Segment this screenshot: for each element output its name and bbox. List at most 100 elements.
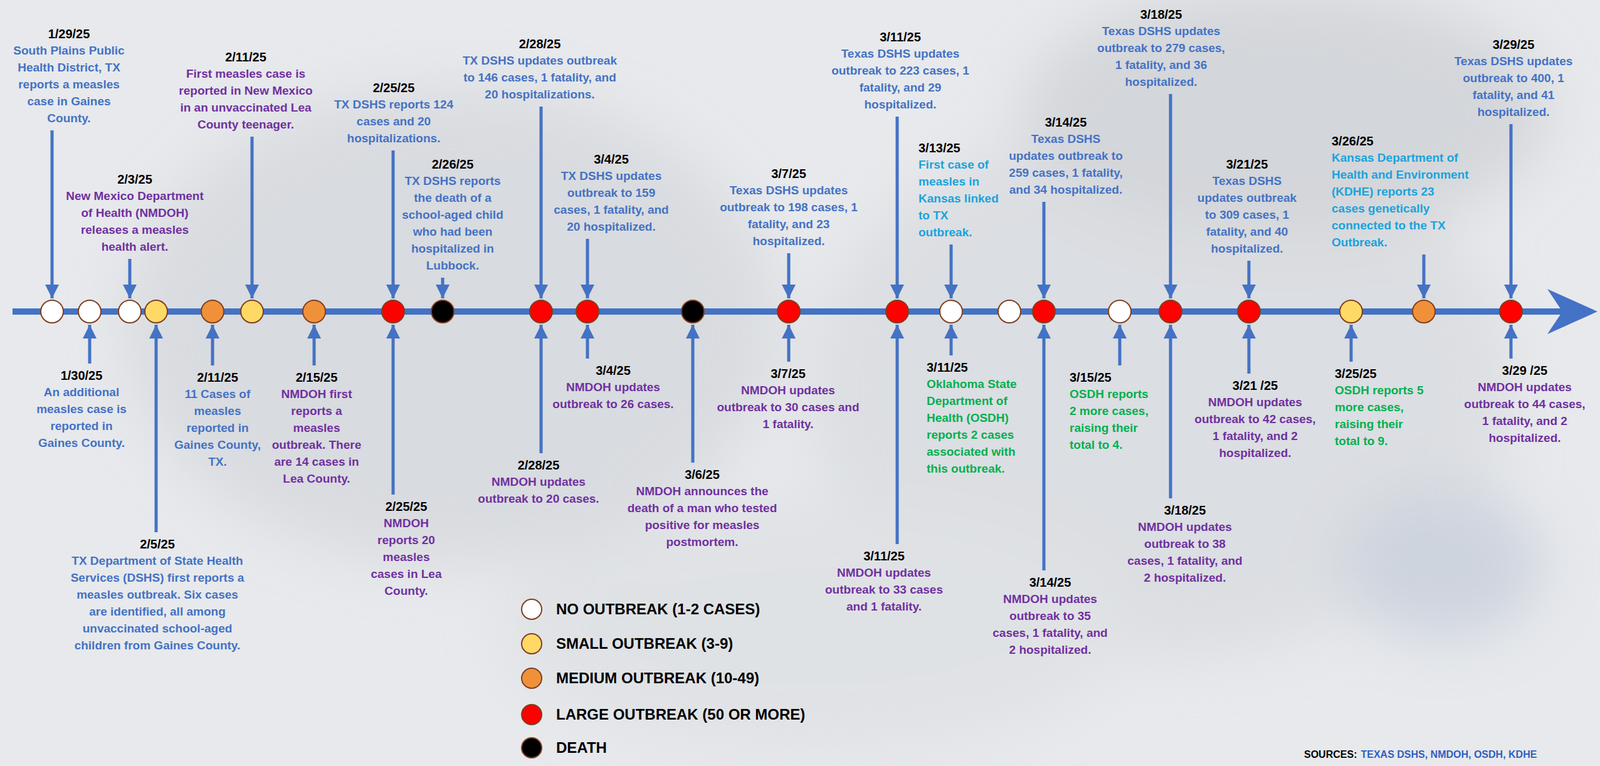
pointer-arrow: [50, 130, 54, 299]
event-description: 11 Cases of measles reported in Gaines C…: [170, 385, 265, 471]
pointer-arrow: [88, 324, 92, 364]
timeline-marker: [939, 300, 963, 323]
timeline-callout: 2/5/25TX Department of State Health Serv…: [69, 536, 246, 654]
event-date: 3/25/25: [1334, 365, 1429, 382]
sources-list: TEXAS DSHS, NMDOH, OSDH, KDHE: [1360, 749, 1537, 760]
event-description: Texas DSHS updates outbreak to 259 cases…: [1008, 130, 1125, 199]
event-date: 2/5/25: [69, 536, 246, 553]
event-description: NMDOH updates outbreak to 38 cases, 1 fa…: [1125, 518, 1245, 587]
event-date: 1/29/25: [12, 25, 126, 43]
event-description: NMDOH announces the death of a man who t…: [619, 482, 786, 551]
timeline-marker: [302, 300, 326, 323]
event-date: 3/18/25: [1125, 502, 1245, 519]
event-date: 3/14/25: [1008, 114, 1125, 131]
event-description: First measles case is reported in New Me…: [178, 65, 314, 133]
timeline-marker: [777, 300, 800, 323]
pointer-arrow: [391, 324, 395, 495]
timeline-marker: [1412, 300, 1436, 323]
event-date: 2/28/25: [471, 457, 607, 474]
event-date: 3/11/25: [816, 547, 952, 565]
pointer-arrow: [539, 324, 543, 454]
timeline-marker: [681, 300, 705, 323]
sources-note: SOURCES:TEXAS DSHS, NMDOH, OSDH, KDHE: [1304, 747, 1537, 762]
legend-label: MEDIUM OUTBREAK (10-49): [556, 668, 760, 688]
timeline-marker: [529, 300, 553, 323]
timeline-callout: 2/25/25NMDOH reports 20 measles cases in…: [367, 498, 446, 600]
event-description: NMDOH reports 20 measles cases in Lea Co…: [367, 514, 446, 600]
timeline-marker: [201, 300, 224, 323]
timeline-callout: 3/15/25OSDH reports 2 more cases, raisin…: [1069, 369, 1155, 454]
event-description: TX Department of State Health Services (…: [69, 552, 246, 654]
event-description: OSDH reports 5 more cases, raising their…: [1334, 381, 1429, 450]
timeline-marker: [1339, 300, 1363, 323]
event-date: 3/18/25: [1094, 6, 1229, 23]
timeline-callout: 2/11/2511 Cases of measles reported in G…: [170, 369, 265, 471]
event-date: 3/11/25: [828, 28, 973, 46]
event-description: TX DSHS updates outbreak to 146 cases, 1…: [461, 52, 619, 103]
timeline-callout: 1/29/25South Plains Public Health Distri…: [12, 25, 126, 127]
pointer-arrow: [128, 258, 132, 299]
event-date: 3/14/25: [990, 574, 1110, 591]
pointer-arrow: [1042, 201, 1046, 299]
timeline-marker: [118, 300, 142, 323]
event-date: 3/7/25: [714, 365, 863, 382]
legend-label: NO OUTBREAK (1-2 CASES): [556, 600, 760, 619]
event-description: NMDOH updates outbreak to 42 cases, 1 fa…: [1192, 393, 1318, 462]
event-date: 3/11/25: [926, 359, 1031, 376]
timeline-callout: 3/6/25NMDOH announces the death of a man…: [619, 466, 786, 551]
event-description: NMDOH first reports a measles outbreak. …: [269, 385, 364, 488]
timeline-callout: 2/11/25First measles case is reported in…: [178, 48, 314, 133]
legend-label: DEATH: [556, 738, 607, 758]
event-date: 3/21/25: [1190, 156, 1304, 173]
legend-swatch: [521, 737, 543, 759]
event-description: NMDOH updates outbreak to 30 cases and 1…: [714, 381, 863, 433]
event-date: 3/4/25: [550, 151, 673, 168]
pointer-arrow: [1169, 324, 1173, 499]
timeline-marker: [998, 300, 1021, 323]
timeline-callout: 2/3/25New Mexico Department of Health (N…: [64, 171, 206, 256]
timeline-marker: [144, 300, 168, 323]
pointer-arrow: [1118, 324, 1122, 366]
event-description: New Mexico Department of Health (NMDOH) …: [64, 187, 206, 256]
timeline-callout: 3/25/25OSDH reports 5 more cases, raisin…: [1334, 365, 1429, 450]
event-description: Texas DSHS updates outbreak to 223 cases…: [828, 45, 973, 113]
event-description: NMDOH updates outbreak to 44 cases, 1 fa…: [1462, 378, 1588, 447]
timeline-callout: 1/30/25An additional measles case is rep…: [31, 367, 132, 452]
pointer-arrow: [1349, 324, 1353, 362]
event-date: 3/7/25: [710, 165, 868, 182]
event-date: 3/29/25: [1450, 36, 1577, 53]
event-date: 2/3/25: [64, 171, 206, 188]
event-description: Texas DSHS updates outbreak to 309 cases…: [1190, 172, 1304, 258]
event-description: Kansas Department of Health and Environm…: [1331, 149, 1470, 251]
sources-heading: SOURCES:: [1304, 749, 1357, 760]
timeline-marker: [1032, 300, 1056, 323]
timeline-callout: 3/13/25First case of measles in Kansas l…: [918, 139, 1004, 241]
pointer-arrow: [250, 136, 254, 299]
event-description: OSDH reports 2 more cases, raising their…: [1069, 385, 1155, 454]
event-date: 2/26/25: [399, 156, 506, 173]
event-date: 3/29 /25: [1462, 362, 1588, 379]
event-description: An additional measles case is reported i…: [31, 383, 132, 452]
timeline-callout: 3/7/25NMDOH updates outbreak to 30 cases…: [714, 365, 863, 433]
event-description: Oklahoma State Department of Health (OSD…: [926, 375, 1031, 478]
timeline-callout: 2/28/25NMDOH updates outbreak to 20 case…: [471, 457, 607, 508]
timeline-callout: 3/4/25TX DSHS updates outbreak to 159 ca…: [550, 151, 673, 236]
legend-label: SMALL OUTBREAK (3-9): [556, 634, 733, 654]
timeline-marker: [240, 300, 264, 323]
pointer-arrow: [691, 324, 695, 463]
timeline-callout: 3/4/25NMDOH updates outbreak to 26 cases…: [549, 362, 678, 413]
timeline-marker: [1499, 300, 1523, 323]
timeline-callout: 3/21/25Texas DSHS updates outbreak to 30…: [1190, 156, 1304, 258]
event-description: Texas DSHS updates outbreak to 198 cases…: [710, 181, 868, 250]
timeline-marker: [40, 300, 64, 323]
timeline-callout: 2/26/25TX DSHS reports the death of a sc…: [399, 156, 506, 274]
pointer-arrow: [949, 244, 953, 299]
legend-swatch: [521, 667, 543, 690]
event-date: 2/11/25: [178, 48, 314, 66]
event-description: Texas DSHS updates outbreak to 279 cases…: [1094, 22, 1229, 91]
event-date: 3/6/25: [619, 466, 786, 483]
legend-swatch: [521, 598, 543, 621]
pointer-arrow: [1509, 324, 1513, 359]
timeline-callout: 2/25/25TX DSHS reports 124 cases and 20 …: [326, 79, 462, 147]
